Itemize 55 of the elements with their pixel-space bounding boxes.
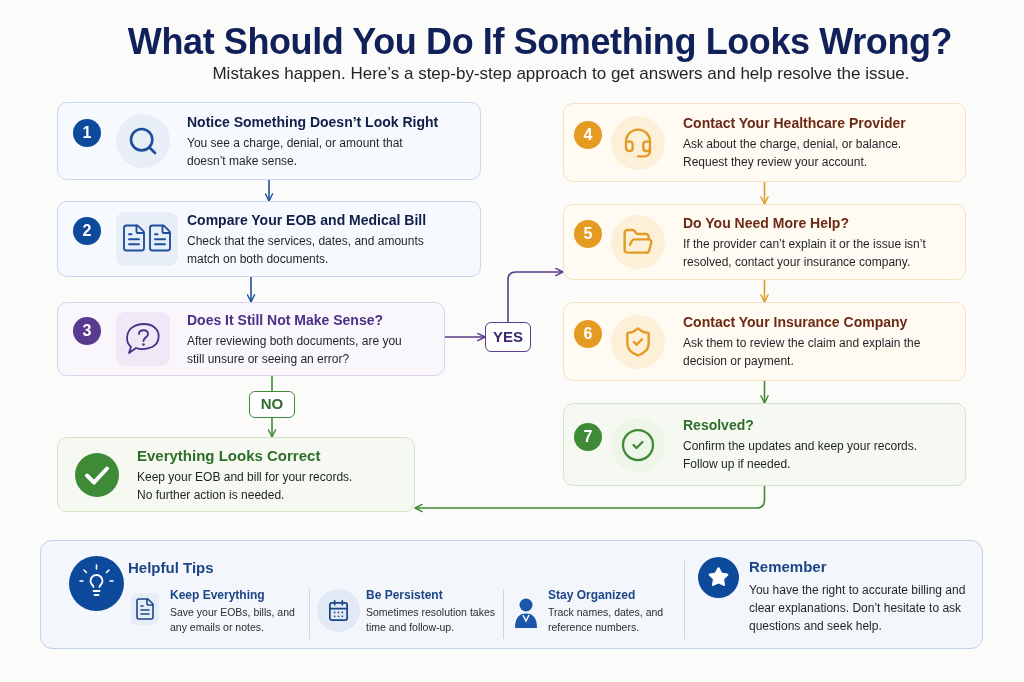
step-description: After reviewing both documents, are you still unsure or seeing an error? bbox=[187, 332, 403, 368]
branch-label: YES bbox=[485, 322, 531, 352]
step-heading: Notice Something Doesn’t Look Right bbox=[187, 112, 439, 131]
step-card bbox=[563, 403, 966, 486]
step-heading: Compare Your EOB and Medical Bill bbox=[187, 210, 427, 229]
arrow bbox=[264, 179, 274, 202]
connector-line bbox=[271, 375, 273, 392]
step-description: If the provider can’t explain it or the issue isn’t resolved, contact your insurance company. bbox=[683, 235, 927, 271]
step-heading: Resolved? bbox=[683, 416, 754, 434]
step-card bbox=[563, 103, 966, 182]
tip-title: Stay Organized bbox=[548, 587, 636, 603]
step-number: 2 bbox=[73, 217, 101, 245]
step-number: 6 bbox=[574, 319, 602, 348]
arrow bbox=[760, 380, 769, 404]
step-card bbox=[57, 302, 445, 376]
step-card bbox=[563, 204, 966, 280]
step-description: Confirm the updates and keep your records. Follow up if needed. bbox=[683, 438, 919, 473]
result-description: Keep your EOB and bill for your records. No further action is needed. bbox=[137, 468, 354, 504]
tip-description: Save your EOBs, bills, and any emails or notes. bbox=[170, 605, 296, 635]
step-number: 3 bbox=[73, 317, 101, 345]
step-card bbox=[563, 302, 966, 381]
step-heading: Does It Still Not Make Sense? bbox=[187, 310, 384, 329]
result-card bbox=[57, 437, 415, 512]
step-description: Ask them to review the claim and explain the decision or payment. bbox=[683, 335, 922, 370]
step-description: Ask about the charge, denial, or balance. Request they review your account. bbox=[683, 136, 903, 171]
step-description: You see a charge, denial, or amount that doesn’t make sense. bbox=[187, 134, 404, 170]
step-number: 4 bbox=[574, 120, 602, 149]
arrow bbox=[507, 267, 564, 323]
arrow bbox=[246, 276, 256, 303]
tip-description: Track names, dates, and reference numbers. bbox=[548, 605, 665, 635]
step-card bbox=[57, 102, 481, 180]
remember-text: You have the right to accurate billing and clear explanations. Don’t hesitate to ask questions and seek help. bbox=[749, 582, 967, 635]
remember-heading: Remember bbox=[749, 557, 827, 577]
arrow bbox=[444, 332, 486, 342]
arrow bbox=[267, 417, 277, 438]
branch-label: NO bbox=[249, 391, 295, 418]
step-number: 7 bbox=[574, 422, 602, 451]
tips-panel bbox=[40, 540, 983, 649]
tip-title: Keep Everything bbox=[170, 587, 265, 603]
tip-description: Sometimes resolution takes time and follow-up. bbox=[366, 605, 496, 635]
step-heading: Contact Your Healthcare Provider bbox=[683, 114, 906, 132]
page-title: What Should You Do If Something Looks Wrong? bbox=[127, 20, 953, 64]
step-heading: Contact Your Insurance Company bbox=[683, 313, 908, 331]
tip-title: Be Persistent bbox=[366, 587, 443, 603]
arrow bbox=[760, 279, 769, 303]
subtitle: Mistakes happen. Here’s a step-by-step approach to get answers and help resolve the issue. bbox=[212, 63, 910, 85]
step-number: 5 bbox=[574, 220, 602, 248]
step-heading: Do You Need More Help? bbox=[683, 213, 849, 232]
step-description: Check that the services, dates, and amounts match on both documents. bbox=[187, 232, 425, 268]
arrow bbox=[414, 485, 766, 513]
step-card bbox=[57, 201, 481, 277]
arrow bbox=[760, 181, 769, 205]
result-heading: Everything Looks Correct bbox=[137, 445, 322, 465]
tips-heading: Helpful Tips bbox=[128, 558, 214, 578]
step-number: 1 bbox=[73, 119, 101, 147]
